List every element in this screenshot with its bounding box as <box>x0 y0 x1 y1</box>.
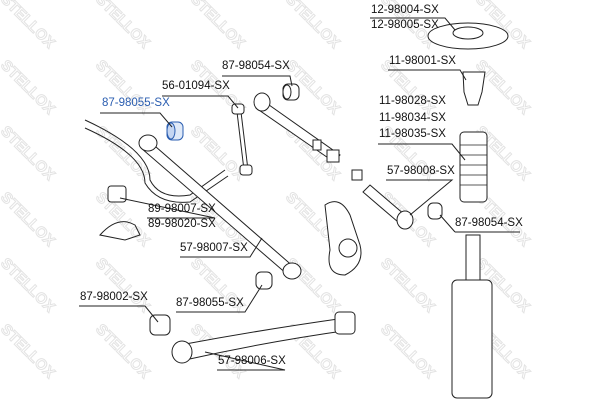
watermark-text: STELLOX <box>187 0 248 52</box>
part-label-11-98035[interactable]: 11-98035-SX <box>379 128 446 140</box>
bushing <box>138 134 158 152</box>
part-label-57-98006[interactable]: 57-98006-SX <box>218 355 286 367</box>
part-label-87-98054-right[interactable]: 87-98054-SX <box>455 217 523 229</box>
part-label-11-98028[interactable]: 11-98028-SX <box>379 95 446 107</box>
bump-stop <box>462 71 486 106</box>
watermark-text: STELLOX <box>0 189 58 250</box>
watermark-text: STELLOX <box>0 123 58 184</box>
part-label-87-98054-top[interactable]: 87-98054-SX <box>222 60 290 72</box>
watermark-text: STELLOX <box>0 57 58 118</box>
part-label-87-98002[interactable]: 87-98002-SX <box>80 291 148 303</box>
parts <box>79 17 520 399</box>
watermark-text: STELLOX <box>282 0 343 52</box>
watermark-text: STELLOX <box>377 255 438 316</box>
watermark-text: STELLOX <box>377 321 438 382</box>
part-label-89-98020[interactable]: 89-98020-SX <box>148 218 216 230</box>
part-label-11-98001[interactable]: 11-98001-SX <box>389 55 456 67</box>
part-label-57-98007[interactable]: 57-98007-SX <box>180 242 248 254</box>
dust-boot <box>459 131 488 203</box>
part-label-56-01094[interactable]: 56-01094-SX <box>162 80 230 92</box>
stabilizer-link-56-01094 <box>231 103 253 176</box>
watermark-text: STELLOX <box>0 321 58 382</box>
part-label-87-98055-lower[interactable]: 87-98055-SX <box>176 297 244 309</box>
part-label-87-98055-selected[interactable]: 87-98055-SX <box>102 97 170 109</box>
watermark-text: STELLOX <box>0 255 58 316</box>
part-label-11-98034[interactable]: 11-98034-SX <box>379 112 446 124</box>
stabilizer-bar <box>84 119 226 197</box>
watermark-text: STELLOX <box>0 0 58 52</box>
part-label-57-98008[interactable]: 57-98008-SX <box>387 165 455 177</box>
part-label-12-98005[interactable]: 12-98005-SX <box>371 19 439 31</box>
part-label-12-98004[interactable]: 12-98004-SX <box>371 4 439 16</box>
part-label-89-98007[interactable]: 89-98007-SX <box>148 203 216 215</box>
knuckle <box>324 201 362 276</box>
watermark-text: STELLOX <box>92 255 153 316</box>
watermark-text: STELLOX <box>92 321 153 382</box>
watermark-text: STELLOX <box>92 0 153 52</box>
